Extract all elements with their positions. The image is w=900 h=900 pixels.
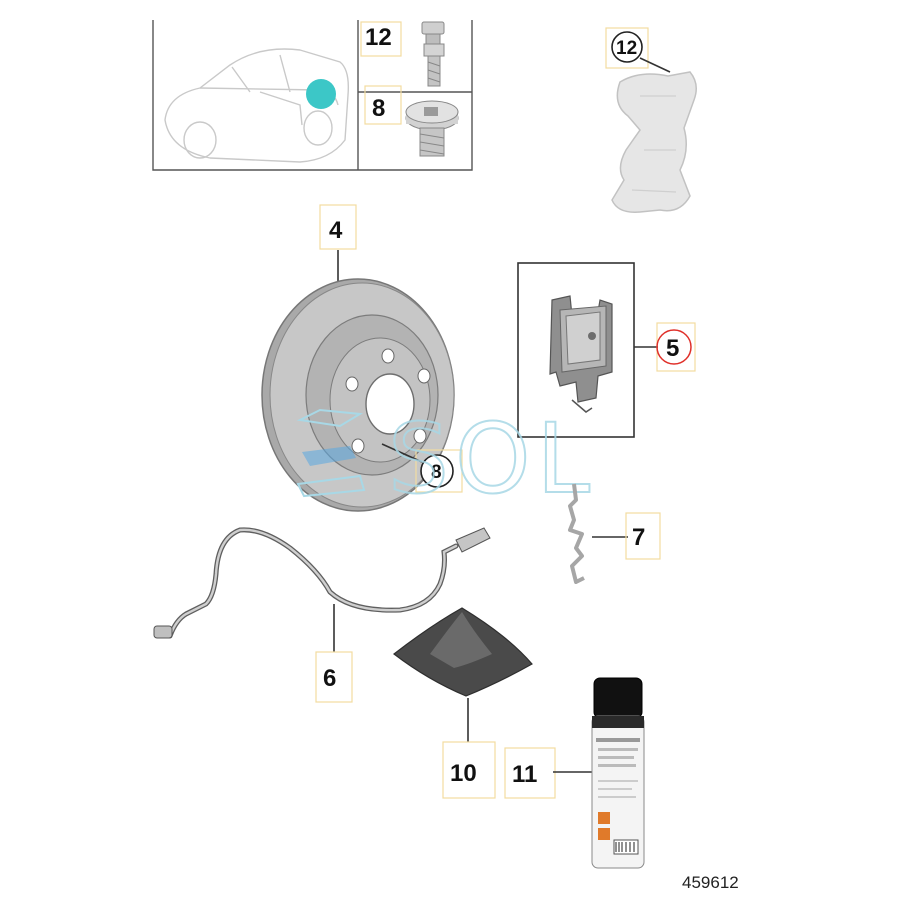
callout-10: 10 [450,760,477,787]
label-box-6 [315,651,353,703]
location-marker [306,79,336,109]
caliper-carrier-12: 12 [605,27,697,213]
callout-8-inset: 8 [372,95,385,122]
callout-12-circle: 12 [616,38,637,59]
label-box-11 [504,747,556,799]
grease-packet-10: 10 [393,607,533,799]
watermark-text: SOL [388,403,596,515]
callout-11: 11 [512,761,537,788]
callout-5: 5 [666,335,679,362]
inset-panel: 12 8 [152,20,473,171]
anti-rattle-spring-7: 7 [568,483,661,584]
callout-4: 4 [329,217,343,244]
label-box-10 [442,741,496,799]
highlight-ring-5 [656,329,692,365]
label-box-12-inset [360,21,402,57]
brake-pad-set-5: 5 [517,262,696,438]
diagram-number: 459612 [682,873,739,892]
callout-circle-8 [420,454,454,488]
spray-can-11: 11 [504,677,645,869]
callout-6: 6 [323,665,336,692]
callout-7: 7 [632,524,645,551]
label-box-7 [625,512,661,560]
callout-circle-12 [611,31,643,63]
callout-8-circle: 8 [431,462,442,483]
bolt-12-icon [421,21,445,87]
screw-8-icon [405,100,459,157]
label-box-8-inset [364,85,402,125]
watermark-logo: SOL [296,402,596,516]
label-box-4 [319,204,357,250]
callout-12-inset: 12 [365,24,392,51]
label-box-8-circle [415,449,463,493]
wear-sensor-6: 6 [153,527,491,703]
label-box-12-circle [605,27,649,69]
